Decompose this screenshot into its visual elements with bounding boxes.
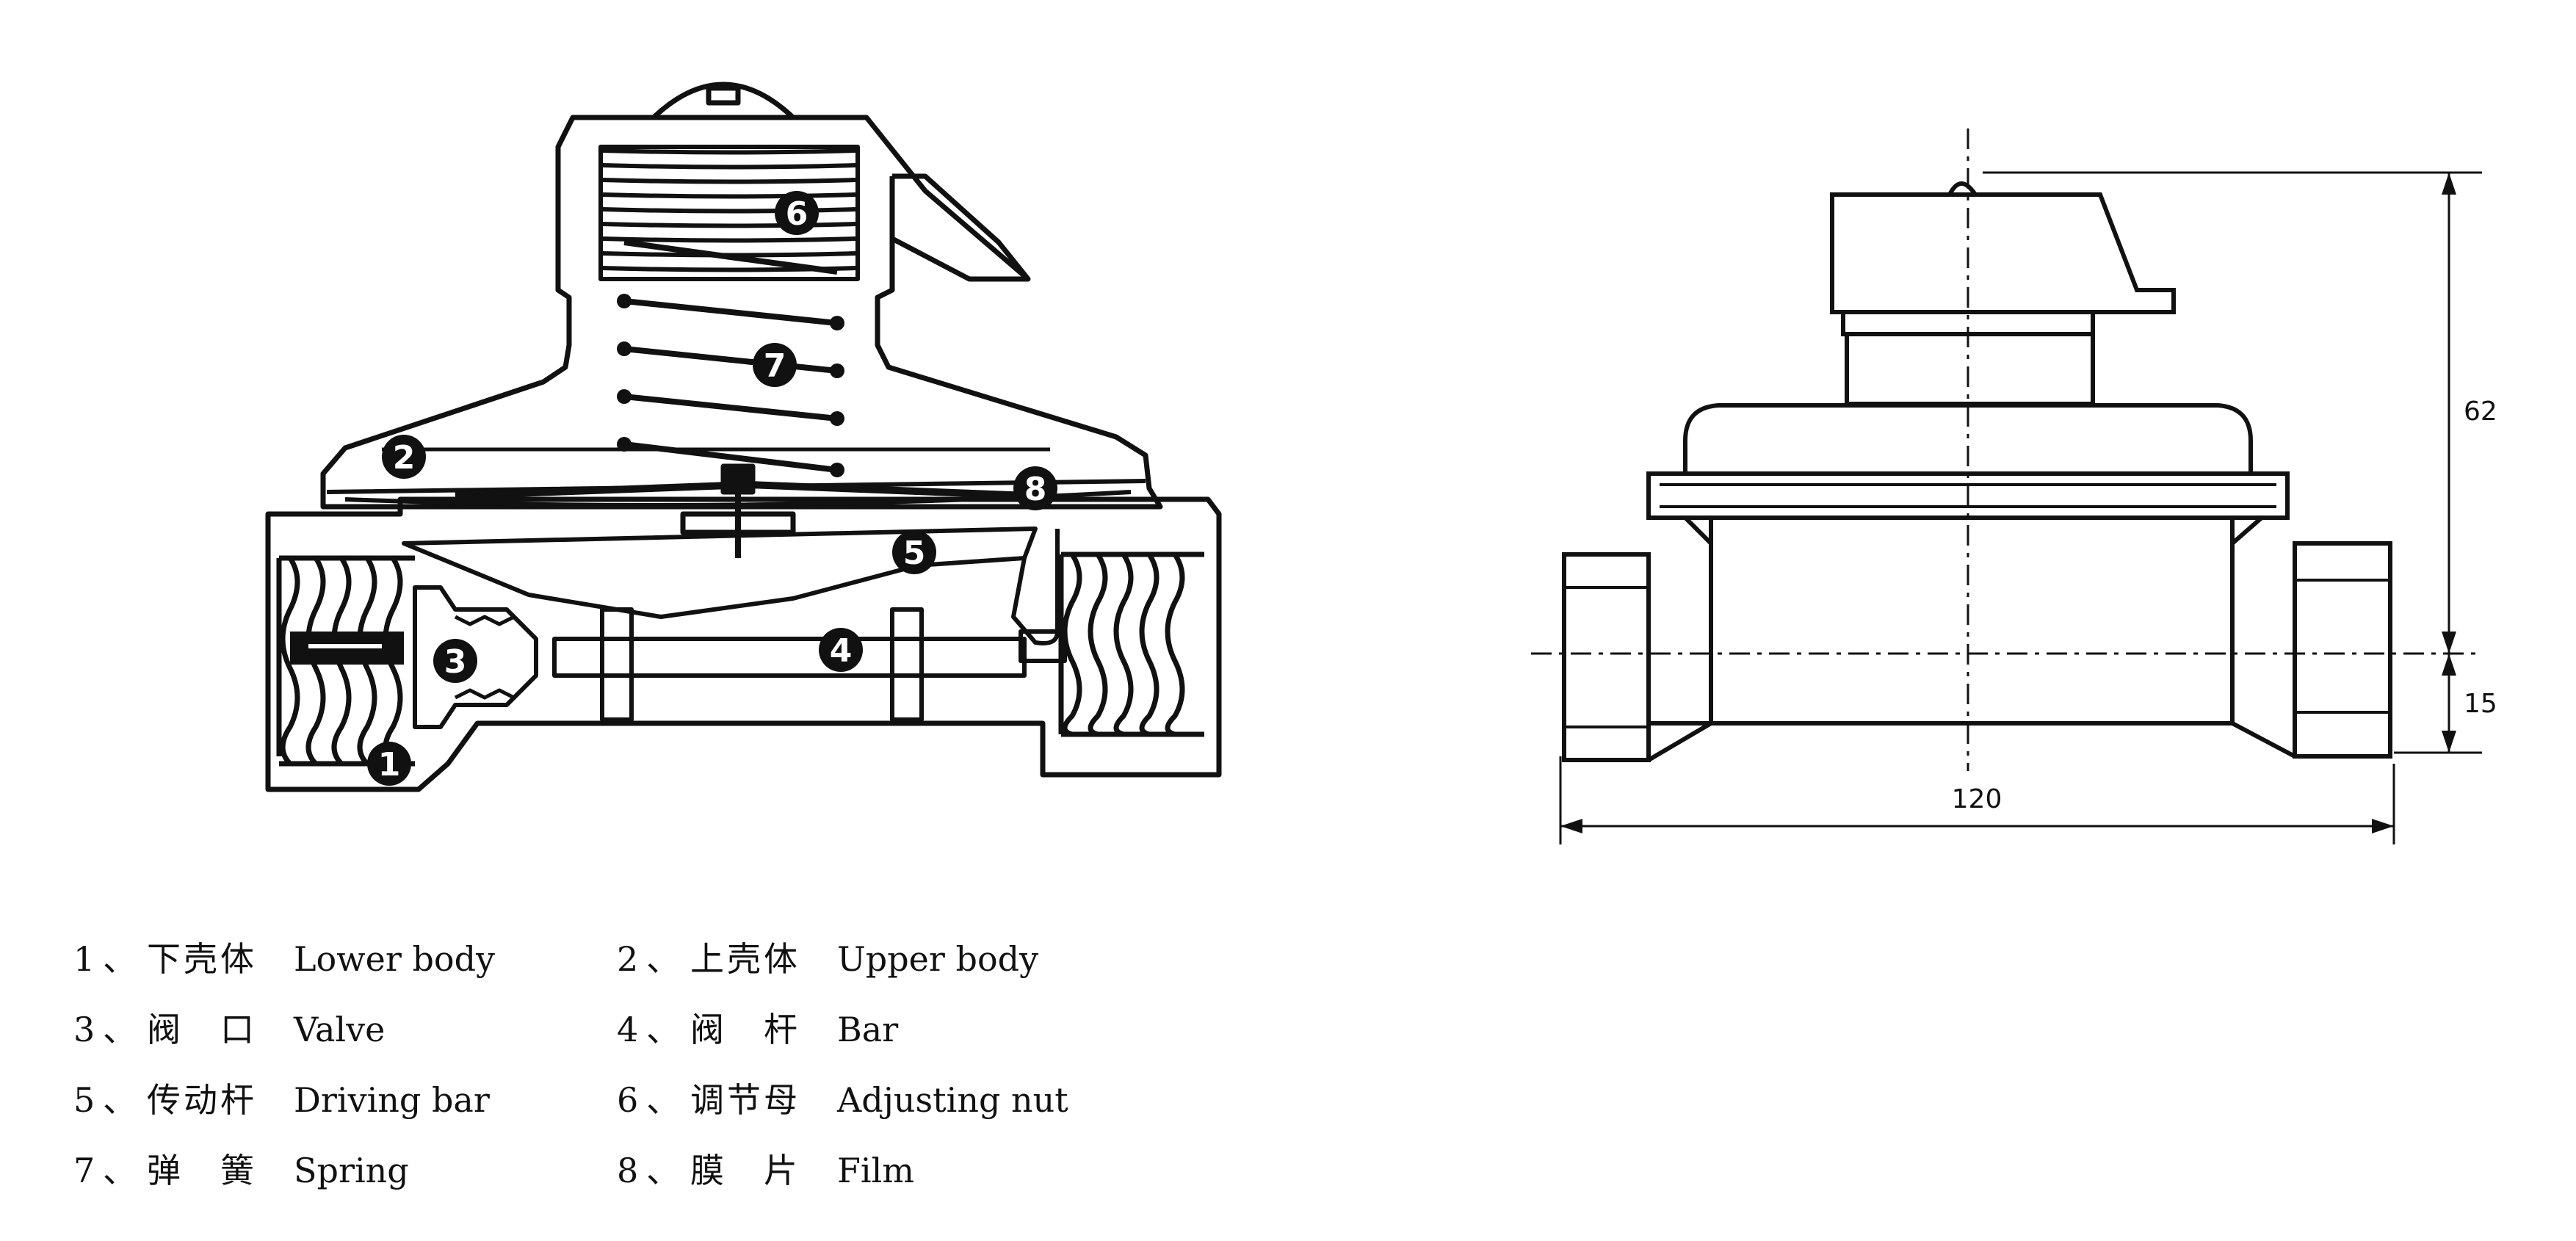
dim-height-total: 62 xyxy=(2464,397,2497,427)
dim-height-lower: 15 xyxy=(2464,689,2497,719)
legend-english-label: Valve xyxy=(294,1010,386,1049)
legend-chinese-label: 调节母 xyxy=(690,1080,800,1120)
cross-section-view xyxy=(265,82,1222,792)
legend-chinese-label: 膜 片 xyxy=(690,1151,800,1190)
dim-width: 120 xyxy=(1952,784,2002,814)
svg-text:5: 5 xyxy=(903,535,926,572)
cap-knob xyxy=(651,82,795,120)
valve-bar xyxy=(552,637,1027,678)
legend-english-label: Adjusting nut xyxy=(837,1080,1068,1120)
exterior-upper-body xyxy=(1683,403,2253,474)
legend-separator: 、 xyxy=(103,1080,137,1120)
svg-text:2: 2 xyxy=(393,439,416,477)
cap-handle xyxy=(892,173,1030,281)
valve-port xyxy=(413,585,538,729)
legend-english-label: Lower body xyxy=(294,939,496,979)
callout-4: 4 xyxy=(819,628,863,672)
exterior-lower-body xyxy=(1709,515,2235,726)
legend-chinese-label: 阀 杆 xyxy=(690,1010,800,1049)
legend-item-2: 2 、 上壳体 Upper body xyxy=(617,933,1101,981)
legend-number: 5 xyxy=(73,1080,95,1120)
svg-text:7: 7 xyxy=(764,347,786,385)
callout-8: 8 xyxy=(1013,466,1057,510)
legend-english-label: Spring xyxy=(294,1151,409,1190)
legend-separator: 、 xyxy=(103,1151,137,1190)
spring-coils xyxy=(623,239,838,473)
dimension-lines xyxy=(1559,171,2482,844)
callout-2: 2 xyxy=(382,435,426,479)
legend-chinese-label: 阀 口 xyxy=(147,1010,257,1049)
spring-coil-ends xyxy=(617,294,844,477)
callout-6: 6 xyxy=(775,191,819,235)
callout-1: 1 xyxy=(367,742,411,786)
svg-text:8: 8 xyxy=(1024,471,1047,508)
legend-separator: 、 xyxy=(646,1010,680,1049)
callout-7: 7 xyxy=(753,343,797,387)
legend-item-5: 5 、 传动杆 Driving bar xyxy=(73,1074,617,1122)
exterior-cap xyxy=(1830,192,2176,314)
legend-number: 2 xyxy=(617,939,639,979)
exterior-view xyxy=(1562,181,2392,762)
legend-chinese-label: 下壳体 xyxy=(147,939,257,979)
legend-number: 4 xyxy=(617,1010,639,1049)
legend-number: 3 xyxy=(73,1010,95,1049)
callout-3: 3 xyxy=(433,639,477,683)
legend-number: 1 xyxy=(73,939,95,979)
legend-item-1: 1 、 下壳体 Lower body xyxy=(73,933,617,981)
legend-number: 8 xyxy=(617,1151,639,1190)
svg-text:4: 4 xyxy=(830,632,853,670)
legend-separator: 、 xyxy=(646,1151,680,1190)
exterior-right-hex xyxy=(2293,541,2392,759)
legend-english-label: Upper body xyxy=(837,939,1039,979)
legend-number: 6 xyxy=(617,1080,639,1120)
legend-item-7: 7 、 弹 簧 Spring xyxy=(73,1144,617,1193)
driving-bar xyxy=(402,527,1038,619)
legend-separator: 、 xyxy=(646,1080,680,1120)
legend-english-label: Driving bar xyxy=(294,1080,490,1120)
centerlines xyxy=(1531,129,2482,771)
callout-5: 5 xyxy=(892,530,936,574)
legend-english-label: Film xyxy=(837,1151,914,1190)
legend-separator: 、 xyxy=(646,939,680,979)
legend-number: 7 xyxy=(73,1151,95,1190)
legend-item-4: 4 、 阀 杆 Bar xyxy=(617,1003,1101,1052)
legend-chinese-label: 传动杆 xyxy=(147,1080,257,1120)
legend-separator: 、 xyxy=(103,1010,137,1049)
svg-text:1: 1 xyxy=(378,746,401,784)
knob-tab xyxy=(706,85,741,106)
legend-separator: 、 xyxy=(103,939,137,979)
lower-body-outline xyxy=(265,496,1222,792)
callouts: 1 2 3 4 5 6 7 8 xyxy=(367,191,1057,786)
parts-legend: 1 、 下壳体 Lower body 2 、 上壳体 Upper body 3 … xyxy=(73,933,1101,1193)
svg-text:3: 3 xyxy=(444,643,467,681)
svg-text:6: 6 xyxy=(786,195,808,233)
legend-item-6: 6 、 调节母 Adjusting nut xyxy=(617,1074,1101,1122)
outlet-threads xyxy=(1058,551,1204,737)
inlet-threads xyxy=(276,555,415,767)
legend-chinese-label: 弹 簧 xyxy=(147,1151,257,1190)
legend-item-8: 8 、 膜 片 Film xyxy=(617,1144,1101,1193)
legend-english-label: Bar xyxy=(837,1010,899,1049)
legend-chinese-label: 上壳体 xyxy=(690,939,800,979)
exterior-left-hex xyxy=(1562,552,1651,762)
legend-item-3: 3 、 阀 口 Valve xyxy=(73,1003,617,1052)
